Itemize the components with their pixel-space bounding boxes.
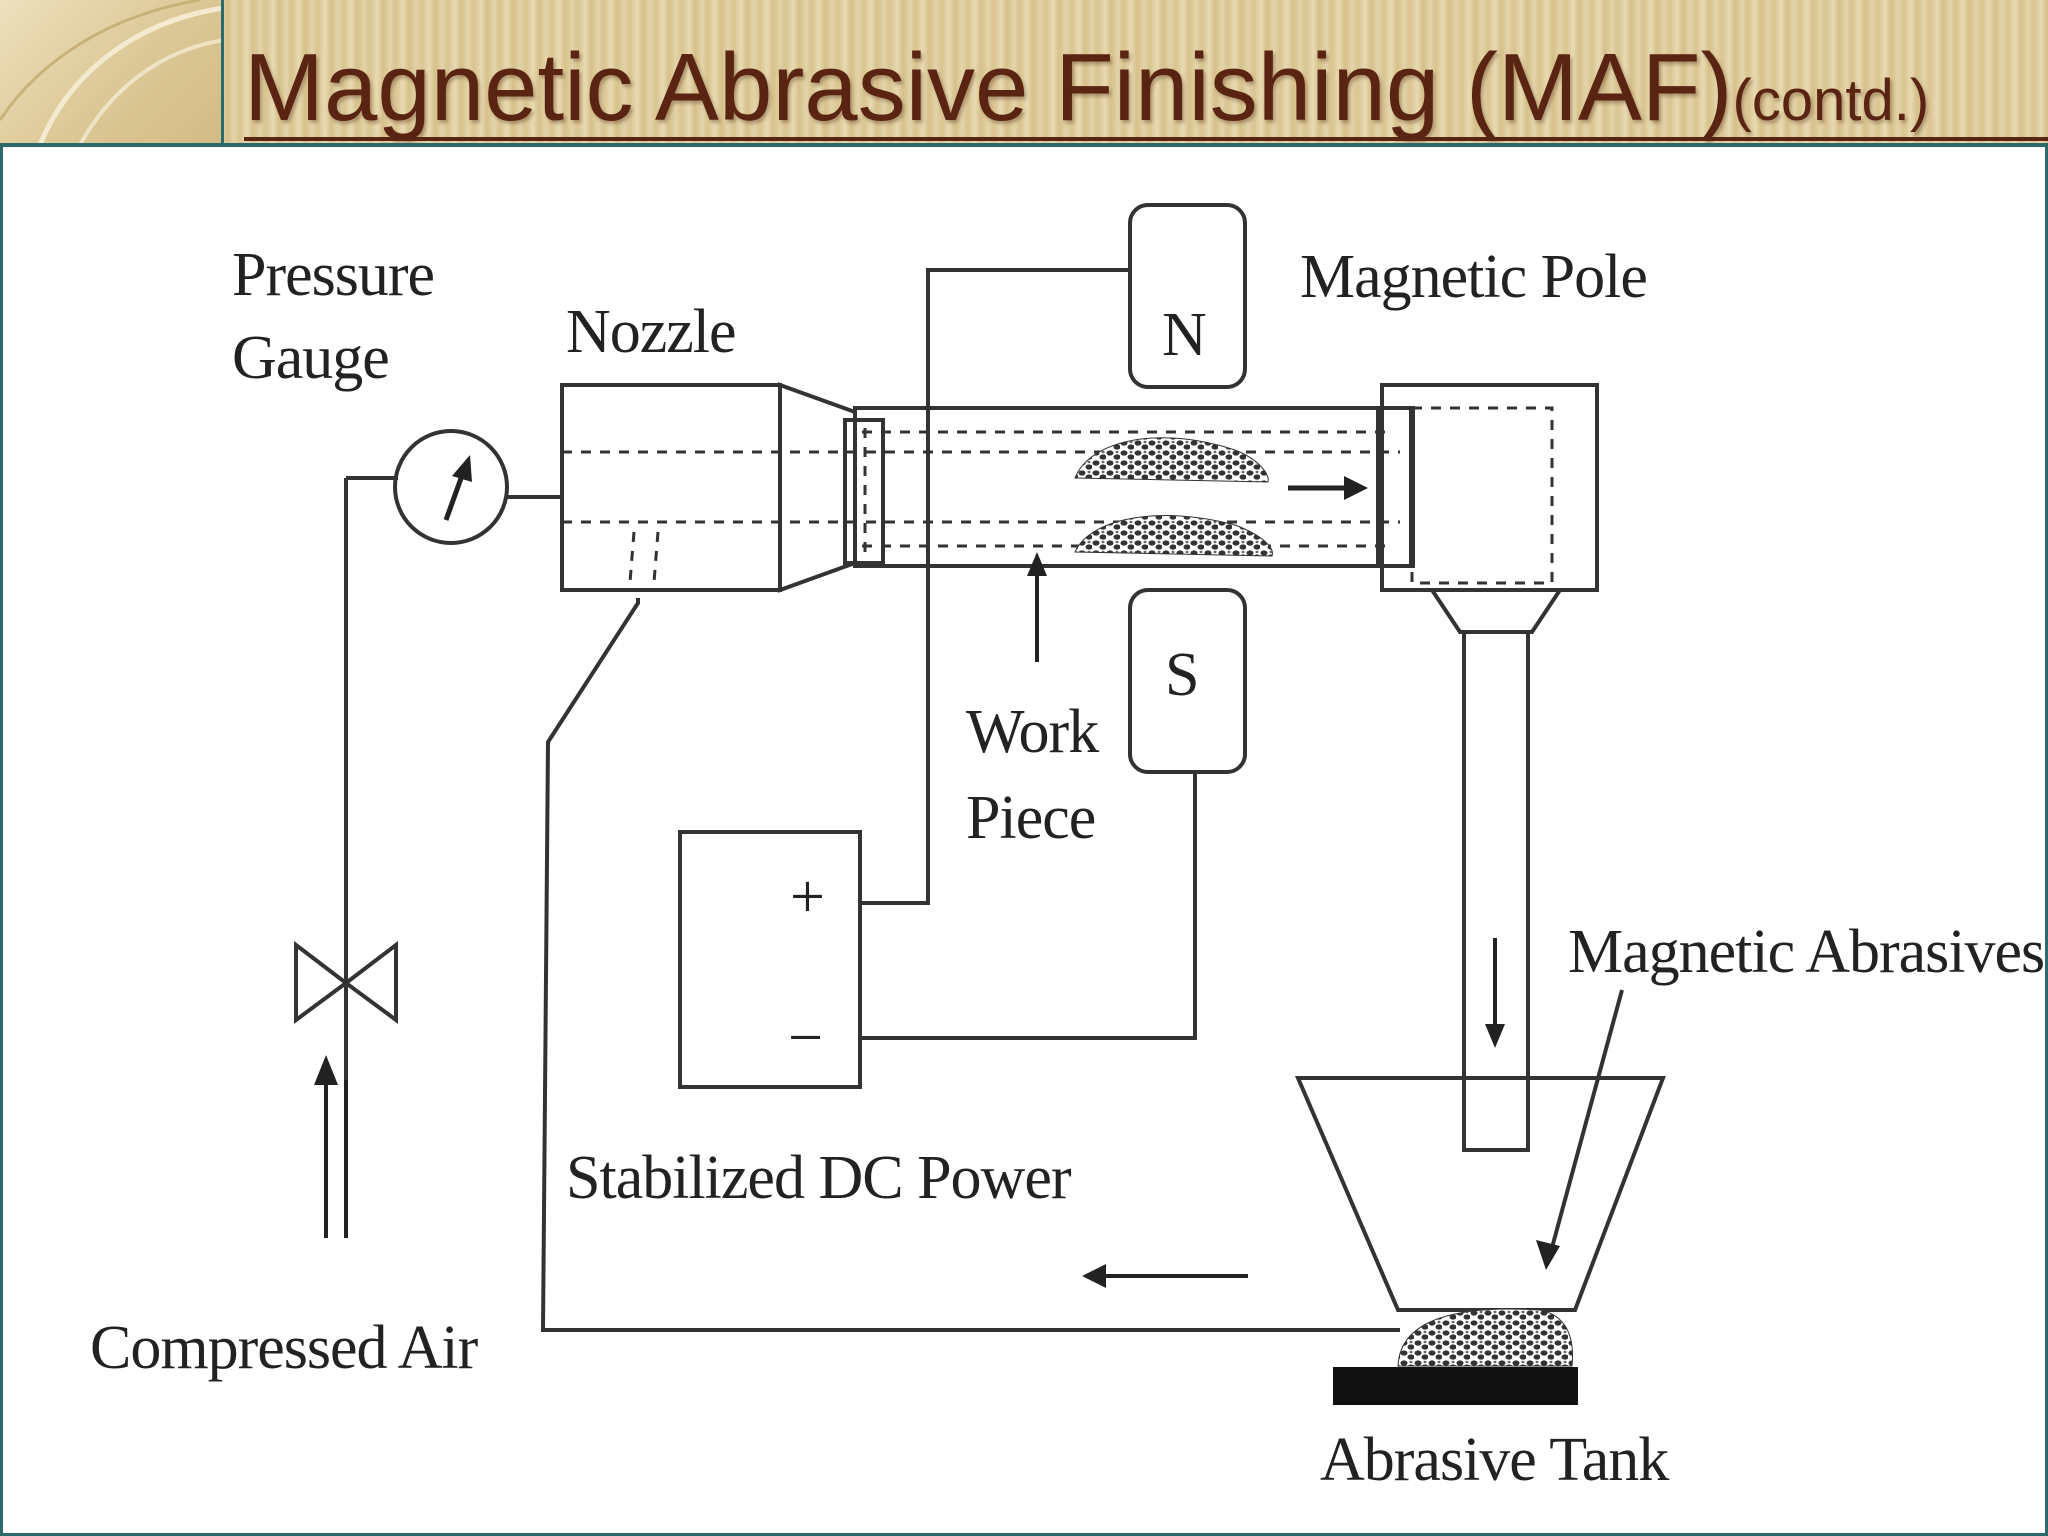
label-work-piece-1: Work [966, 698, 1099, 766]
slide-header: Magnetic Abrasive Finishing (MAF)(contd.… [0, 0, 2048, 147]
abrasive-cluster-lower [1074, 515, 1273, 557]
valve-icon-right [342, 940, 398, 1024]
header-decoration [0, 0, 224, 145]
pressure-gauge-icon [393, 429, 509, 545]
drop-pipe [1462, 630, 1530, 1152]
label-magnetic-pole: Magnetic Pole [1300, 243, 1647, 311]
power-minus-symbol: − [788, 1004, 822, 1072]
work-piece-pointer-icon [1027, 552, 1047, 662]
magnetic-pole-south [1128, 588, 1247, 774]
valve-icon [294, 940, 350, 1024]
slide-title: Magnetic Abrasive Finishing (MAF)(contd.… [244, 38, 1929, 151]
abrasive-return-line [540, 598, 1400, 1332]
gauge-needle-icon [443, 455, 472, 521]
magnetic-abrasives-arrowhead-icon [1536, 1240, 1560, 1270]
chamber-inner [1410, 406, 1554, 585]
wire-positive [860, 268, 1130, 905]
label-pressure-gauge-2: Gauge [232, 324, 389, 392]
dc-power-box [678, 830, 862, 1089]
slide-title-suffix: (contd.) [1732, 68, 1930, 133]
flow-arrow-down-icon [1485, 938, 1505, 1048]
outlet-funnel [1428, 588, 1564, 634]
nozzle-body [560, 383, 782, 592]
compressed-air-arrow-icon [314, 1055, 348, 1238]
abrasive-pile [1397, 1308, 1574, 1367]
wire-negative [860, 772, 1197, 1040]
magnetic-abrasives-pointer [1548, 989, 1624, 1256]
abrasive-inlet-left [628, 531, 636, 583]
pole-south-symbol: S [1165, 641, 1198, 709]
pole-north-symbol: N [1162, 301, 1206, 369]
header-divider [0, 143, 2048, 147]
abrasive-tank [1294, 1076, 1666, 1312]
magnetic-pole-north [1128, 203, 1247, 389]
label-magnetic-abrasives: Magnetic Abrasives [1568, 918, 2044, 986]
content-frame [0, 146, 2048, 1536]
slide-title-main: Magnetic Abrasive Finishing (MAF) [244, 34, 1733, 141]
label-abrasive-tank: Abrasive Tank [1320, 1426, 1669, 1494]
tank-base-magnet [1333, 1367, 1578, 1405]
abrasive-cluster-upper [1074, 437, 1269, 483]
label-stabilized-dc-power: Stabilized DC Power [566, 1144, 1072, 1212]
abrasive-inlet-right [652, 531, 660, 583]
label-work-piece-2: Piece [966, 784, 1095, 852]
label-nozzle: Nozzle [566, 298, 736, 366]
flow-arrow-left-icon [1082, 1264, 1248, 1288]
swirl-decoration-icon [0, 0, 221, 145]
nozzle-tip [843, 418, 885, 565]
title-underline [244, 137, 2048, 141]
power-plus-symbol: + [790, 863, 824, 931]
label-compressed-air: Compressed Air [90, 1314, 479, 1382]
flow-arrow-right-icon [1288, 476, 1368, 500]
label-pressure-gauge-1: Pressure [232, 241, 434, 309]
